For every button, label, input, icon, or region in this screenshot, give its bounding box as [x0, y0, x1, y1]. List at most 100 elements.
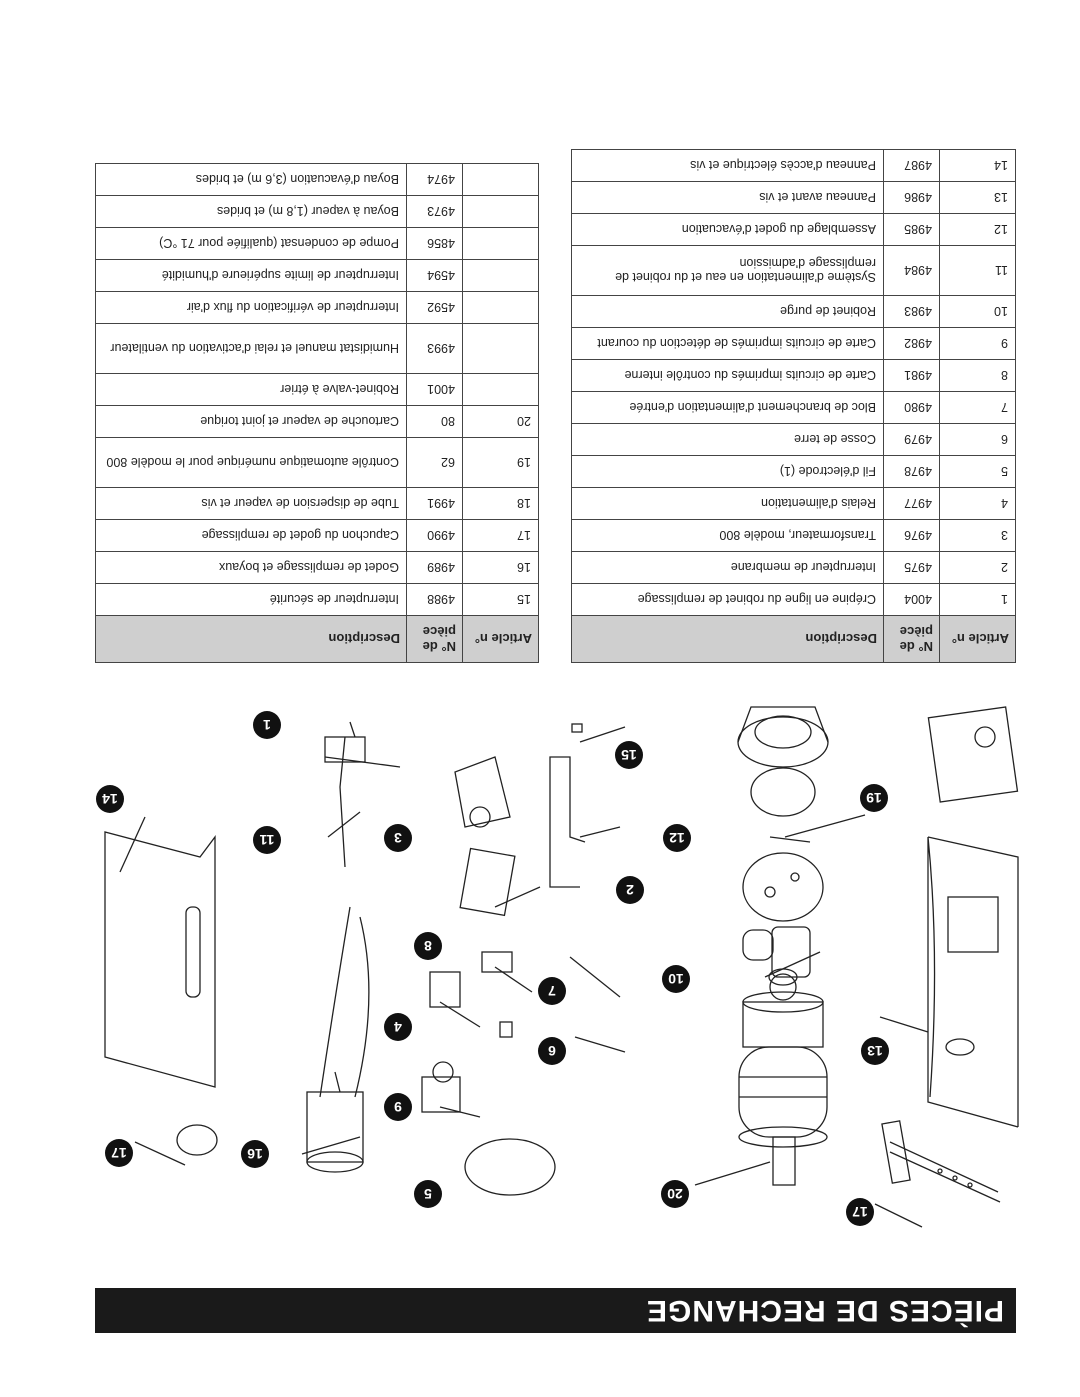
cell-description: Boyau d'évacuation (3,6 m) et brides — [95, 163, 407, 196]
cell-description: Boyau à vapeur (1,8 m) et brides — [95, 195, 407, 228]
col-description: Description — [95, 615, 407, 663]
cell-description: Cosse de terre — [571, 423, 884, 456]
cell-description: Système d'alimentation en eau et du robi… — [571, 245, 884, 296]
cell-article: 1 — [939, 583, 1016, 616]
callout-20: 20 — [661, 1180, 689, 1208]
steam-cartridge-drawing — [738, 968, 828, 1186]
callout-9: 9 — [384, 1093, 412, 1121]
cell-description: Pompe de condensat (qualifiée pour 71 °C… — [95, 227, 407, 260]
cell-article: 9 — [939, 327, 1016, 360]
cell-article: 7 — [939, 391, 1016, 424]
cell-part-number: 4982 — [883, 327, 940, 360]
cell-article: 3 — [939, 519, 1016, 552]
terminal-block-drawing — [481, 951, 513, 973]
cell-article: 17 — [462, 519, 539, 552]
cell-article — [462, 227, 539, 260]
callout-2: 2 — [616, 876, 644, 904]
cell-part-number: 62 — [406, 437, 463, 488]
cell-article: 14 — [939, 149, 1016, 182]
cell-description: Panneau avant et vis — [571, 181, 884, 214]
cell-description: Capuchon du godet de remplissage — [95, 519, 407, 552]
col-description: Description — [571, 615, 884, 663]
callout-5: 5 — [414, 1180, 442, 1208]
drain-valve-drawing — [742, 926, 811, 1001]
cell-part-number: 4594 — [406, 259, 463, 292]
cell-description: Interrupteur de membrane — [571, 551, 884, 584]
cell-description: Bloc de branchement d'alimentation d'ent… — [571, 391, 884, 424]
cell-article: 6 — [939, 423, 1016, 456]
callout-18: 17 — [846, 1198, 874, 1226]
callout-11: 11 — [253, 826, 281, 854]
relay-drawing — [429, 971, 461, 1008]
current-board-drawing — [421, 1076, 461, 1113]
cell-part-number: 4856 — [406, 227, 463, 260]
cell-part-number: 4592 — [406, 291, 463, 324]
access-panel-drawing — [104, 831, 216, 1088]
callout-14: 14 — [96, 785, 124, 813]
cell-article: 18 — [462, 487, 539, 520]
cell-article: 19 — [462, 437, 539, 488]
table-header-row: Article n° N° de pièce Description — [95, 615, 539, 663]
callout-12: 12 — [663, 824, 691, 852]
cell-description: Interrupteur de limite supérieure d'humi… — [95, 259, 407, 292]
cell-part-number: 4975 — [883, 551, 940, 584]
cell-part-number: 4980 — [883, 391, 940, 424]
cell-description: Tube de dispersion de vapeur et vis — [95, 487, 407, 520]
front-panel-drawing — [927, 836, 1019, 1128]
cell-article: 8 — [939, 359, 1016, 392]
cell-article — [462, 373, 539, 406]
table-header-row: Article n° N° de pièce Description — [571, 615, 1016, 663]
fill-cup-drawing — [306, 906, 370, 1173]
drain-cup-drawing — [737, 706, 829, 922]
col-article: Article n° — [462, 615, 539, 663]
cell-part-number: 4991 — [406, 487, 463, 520]
digital-control-drawing — [927, 706, 1019, 803]
cell-part-number: 4976 — [883, 519, 940, 552]
callout-6: 6 — [538, 1037, 566, 1065]
cell-article: 10 — [939, 295, 1016, 328]
cell-article — [462, 195, 539, 228]
cell-description: Contrôle automatique numérique pour le m… — [95, 437, 407, 488]
cell-description: Panneau d'accès électrique et vis — [571, 149, 884, 182]
cell-part-number: 4986 — [883, 181, 940, 214]
callout-16: 16 — [241, 1140, 269, 1168]
cell-part-number: 4987 — [883, 149, 940, 182]
callout-15: 15 — [615, 741, 643, 769]
cell-part-number: 4979 — [883, 423, 940, 456]
cell-description: Carte de circuits imprimés du contrôle i… — [571, 359, 884, 392]
cell-description: Cartouche de vapeur et joint torique — [95, 405, 407, 438]
safety-switch-drawing — [571, 723, 583, 733]
cell-part-number: 4983 — [883, 295, 940, 328]
cell-description: Humidistat manuel et relai d'activation … — [95, 323, 407, 374]
cell-description: Robinet de purge — [571, 295, 884, 328]
electrode-wire-drawing — [464, 1138, 556, 1196]
callout-3: 3 — [384, 824, 412, 852]
cell-description: Assemblage du godet d'évacuation — [571, 213, 884, 246]
callout-4: 4 — [384, 1013, 412, 1041]
cell-part-number: 4984 — [883, 245, 940, 296]
